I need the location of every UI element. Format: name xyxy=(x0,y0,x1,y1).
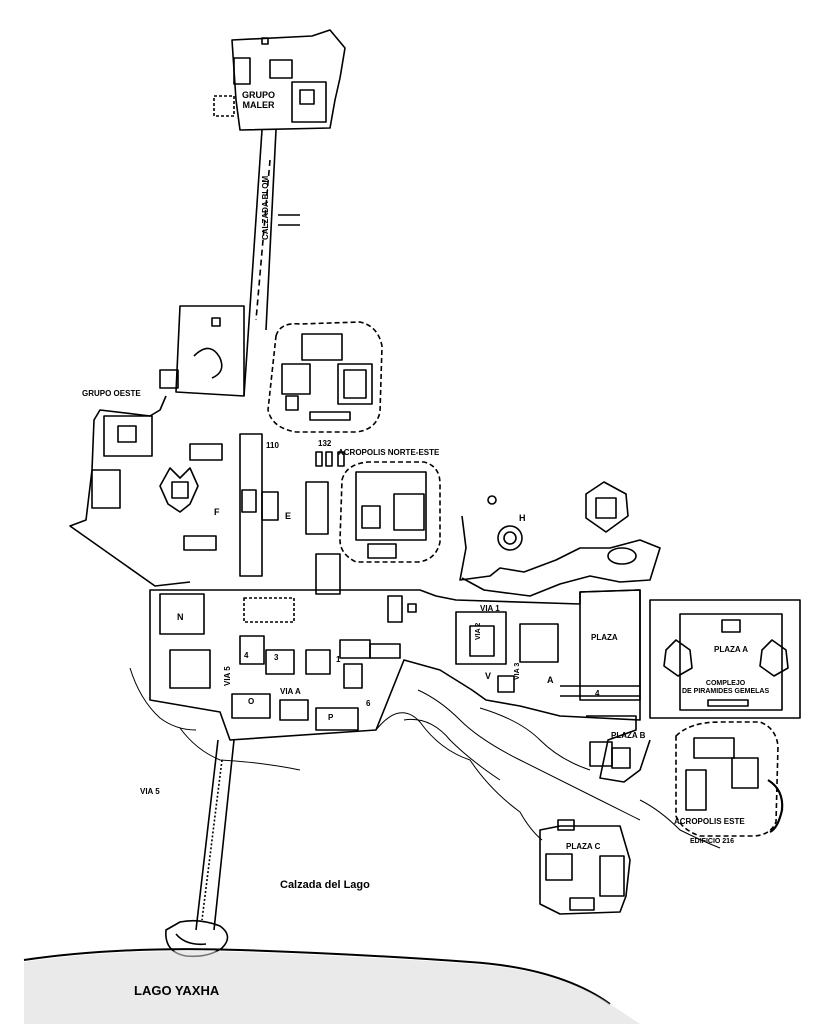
plaza-n-label: N xyxy=(177,612,184,622)
structure-110-label: 110 xyxy=(266,441,279,450)
acropolis-norte-este-complex xyxy=(305,461,441,595)
plaza-h-area xyxy=(459,481,661,597)
via-2-label: VIA 2 xyxy=(475,622,482,640)
structure-132-label: 132 xyxy=(318,439,332,448)
plaza-c-label: PLAZA C xyxy=(566,842,601,851)
calzada-blom xyxy=(243,129,300,397)
plaza-c-complex xyxy=(539,819,631,915)
via-5-vertical-label: VIA 5 xyxy=(223,666,232,686)
grupo-maler-label-line2: MALER xyxy=(242,100,275,111)
acropolis-este-label: ACROPOLIS ESTE xyxy=(674,817,745,826)
plaza-4-label: 4 xyxy=(595,689,600,698)
calzada-del-lago-label: Calzada del Lago xyxy=(280,879,370,891)
grupo-maler-label-line1: GRUPO xyxy=(242,90,276,100)
plaza-v-label: V xyxy=(485,671,492,681)
plaza-label: PLAZA xyxy=(591,633,618,642)
west-hill xyxy=(129,667,301,771)
edificio-216-label: EDIFICIO 216 xyxy=(690,838,734,845)
complejo-label-line2: DE PIRAMIDES GEMELAS xyxy=(682,688,770,696)
lake-yaxha xyxy=(23,948,640,1024)
acropolis-norte-este-label: ACROPOLIS NORTE-ESTE xyxy=(338,448,440,457)
grupo-maler-complex xyxy=(213,29,346,131)
plaza-b-label: PLAZA B xyxy=(611,731,646,740)
acropolis-este-complex xyxy=(586,715,784,837)
central-plaza xyxy=(149,589,641,741)
plaza-p-label: P xyxy=(328,713,334,722)
grupo-oeste-complex xyxy=(69,305,279,587)
plaza-a-label: PLAZA A xyxy=(714,645,749,654)
lago-yaxha-label: LAGO YAXHA xyxy=(134,983,220,998)
complejo-label: COMPLEJO DE PIRAMIDES GEMELAS xyxy=(682,680,769,696)
calzada-blom-label: CALZADA BLOM xyxy=(261,175,270,240)
via-1-label: VIA 1 xyxy=(480,604,500,613)
structure-6-label: 6 xyxy=(366,699,371,708)
structure-1-label: 1 xyxy=(336,655,341,664)
grupo-oeste-label: GRUPO OESTE xyxy=(82,389,141,398)
plaza-e-label: E xyxy=(285,511,292,521)
terrain-hatching xyxy=(375,689,721,849)
north-acropolis xyxy=(267,321,383,467)
calzada-del-lago xyxy=(165,739,235,958)
structure-3-label: 3 xyxy=(274,653,279,662)
plaza-a-complex xyxy=(560,589,801,719)
via-5-label: VIA 5 xyxy=(140,787,160,796)
via-3-label: VIA 3 xyxy=(514,662,521,680)
complejo-label-line1: COMPLEJO xyxy=(705,680,746,687)
plaza-a-letter-label: A xyxy=(547,675,554,685)
grupo-maler-label: GRUPO MALER xyxy=(242,90,275,111)
plaza-h-label: H xyxy=(519,513,526,523)
plaza-f-label: F xyxy=(214,507,220,517)
via-a-label: VIA A xyxy=(280,687,301,696)
structure-4-label: 4 xyxy=(244,651,249,660)
plaza-o-label: O xyxy=(248,697,255,706)
